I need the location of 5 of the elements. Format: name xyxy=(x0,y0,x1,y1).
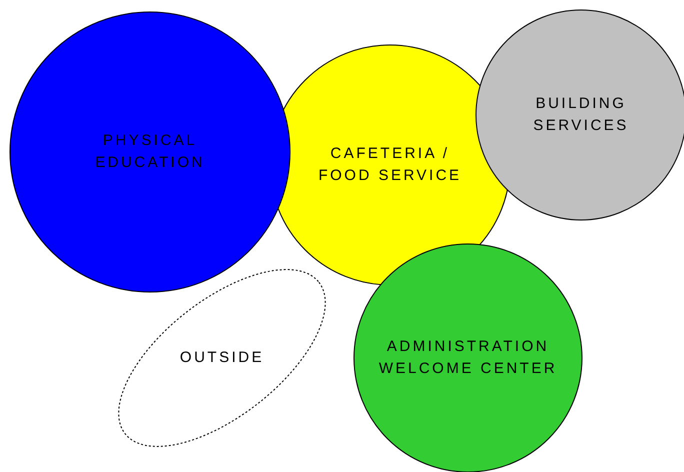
area-label: OUTSIDE xyxy=(178,348,266,368)
area-label: BUILDING SERVICES xyxy=(532,94,630,136)
area-label: ADMINISTRATION WELCOME CENTER xyxy=(378,337,558,379)
area-label: PHYSICAL EDUCATION xyxy=(94,131,206,173)
area-label: CAFETERIA / FOOD SERVICE xyxy=(317,144,463,186)
